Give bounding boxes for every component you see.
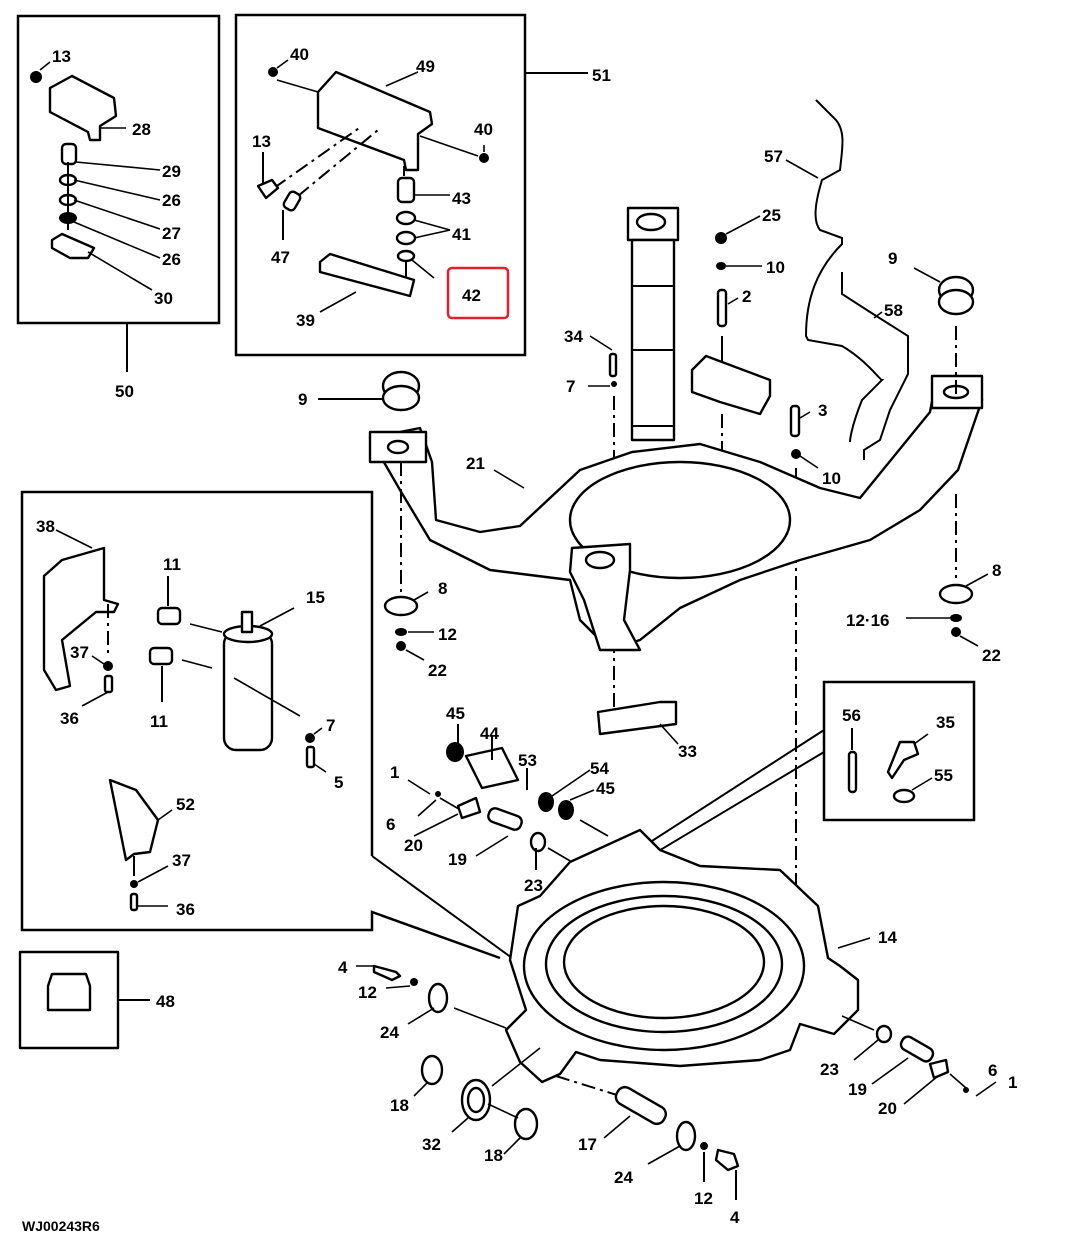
- callout-11: 11: [163, 555, 181, 574]
- callout-44: 44: [480, 724, 499, 743]
- callout-52: 52: [176, 795, 195, 814]
- callout-12: 12: [438, 625, 457, 644]
- callout-33: 33: [678, 742, 697, 761]
- callout-5: 5: [334, 773, 343, 792]
- main-frame: [318, 99, 989, 948]
- callout-48: 48: [156, 992, 175, 1011]
- callout-40: 40: [290, 45, 309, 64]
- callout-7: 7: [326, 716, 335, 735]
- callout-43: 43: [452, 189, 471, 208]
- callout-27: 27: [162, 224, 181, 243]
- callout-15: 15: [306, 588, 325, 607]
- callout-11: 11: [150, 712, 168, 731]
- callout-34: 34: [564, 327, 583, 346]
- callout-1: 1: [1008, 1073, 1017, 1092]
- inset-51: [234, 13, 588, 357]
- callout-18: 18: [484, 1146, 503, 1165]
- callout-1: 1: [390, 763, 399, 782]
- lower-housing: [18, 828, 997, 1200]
- callout-35: 35: [936, 713, 955, 732]
- inset-50: [16, 14, 221, 372]
- callout-2: 2: [742, 287, 751, 306]
- callout-58: 58: [884, 301, 903, 320]
- callout-26: 26: [162, 191, 181, 210]
- callout-4: 4: [730, 1208, 740, 1227]
- callout-51: 51: [592, 66, 611, 85]
- callout-20: 20: [404, 836, 423, 855]
- callout-39: 39: [296, 311, 315, 330]
- callout-6: 6: [386, 815, 395, 834]
- callout-22: 22: [428, 661, 447, 680]
- callout-20: 20: [878, 1099, 897, 1118]
- callout-26: 26: [162, 250, 181, 269]
- callout-49: 49: [416, 57, 435, 76]
- figure-code: WJ00243R6: [22, 1218, 100, 1234]
- callout-4: 4: [338, 958, 348, 977]
- callout-25: 25: [762, 206, 781, 225]
- callout-19: 19: [848, 1080, 867, 1099]
- callout-8: 8: [438, 579, 447, 598]
- callout-12: 12: [358, 983, 377, 1002]
- callout-55: 55: [934, 766, 953, 785]
- callout-29: 29: [162, 162, 181, 181]
- callout-7: 7: [566, 377, 575, 396]
- callout-13: 13: [52, 47, 71, 66]
- callout-21: 21: [466, 454, 485, 473]
- callout-53: 53: [518, 751, 537, 770]
- callout-50: 50: [115, 382, 134, 401]
- callout-54: 54: [590, 759, 609, 778]
- callout-56: 56: [842, 706, 861, 725]
- highlight-box: [446, 266, 510, 320]
- callout-9: 9: [298, 390, 307, 409]
- callout-28: 28: [132, 120, 151, 139]
- callout-24: 24: [614, 1168, 633, 1187]
- callout-3: 3: [818, 401, 827, 420]
- callout-23: 23: [524, 876, 543, 895]
- callout-10: 10: [822, 469, 841, 488]
- callout-36: 36: [60, 709, 79, 728]
- callout-10: 10: [766, 258, 785, 277]
- callout-18: 18: [390, 1096, 409, 1115]
- callout-36: 36: [176, 900, 195, 919]
- callout-47: 47: [271, 248, 290, 267]
- callout-57: 57: [764, 147, 783, 166]
- callout-12-16: 12·16: [846, 611, 889, 630]
- callout-9: 9: [888, 249, 897, 268]
- callout-42-highlighted: 42: [462, 286, 481, 305]
- callout-8: 8: [992, 561, 1001, 580]
- inset-left: [20, 490, 513, 960]
- callout-24: 24: [380, 1023, 399, 1042]
- callout-12: 12: [694, 1189, 713, 1208]
- callout-13: 13: [252, 132, 271, 151]
- callout-45: 45: [446, 704, 465, 723]
- callout-14: 14: [878, 928, 897, 947]
- callout-40: 40: [474, 120, 493, 139]
- callout-23: 23: [820, 1060, 839, 1079]
- callout-labels: 13 28 29 26 27 26 30 50 40 49 40 13 43 4…: [22, 45, 1017, 1234]
- callout-17: 17: [578, 1135, 597, 1154]
- callout-38: 38: [36, 517, 55, 536]
- callout-22: 22: [982, 646, 1001, 665]
- callout-32: 32: [422, 1135, 441, 1154]
- callout-37: 37: [70, 643, 89, 662]
- callout-6: 6: [988, 1061, 997, 1080]
- callout-41: 41: [452, 225, 471, 244]
- callout-37: 37: [172, 851, 191, 870]
- callout-45: 45: [596, 779, 615, 798]
- callout-19: 19: [448, 850, 467, 869]
- callout-30: 30: [154, 289, 173, 308]
- middle-parts: [407, 724, 609, 870]
